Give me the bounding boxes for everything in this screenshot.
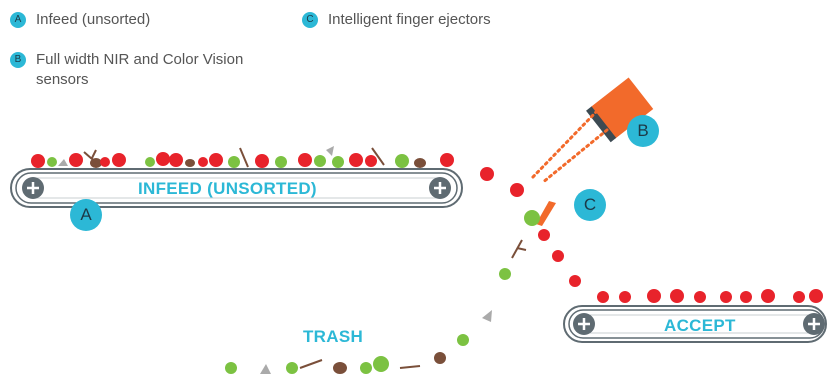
stone-debris <box>58 159 68 166</box>
stick-debris <box>300 360 322 368</box>
marker-a: A <box>70 199 102 231</box>
infeed-belt-label: INFEED (UNSORTED) <box>138 179 317 199</box>
legend-badge-c: C <box>302 12 318 28</box>
stone-debris <box>260 364 271 374</box>
green-apple <box>395 154 409 168</box>
red-apple <box>619 291 631 303</box>
stone-debris <box>482 310 492 322</box>
green-apple <box>499 268 511 280</box>
trash-label: TRASH <box>303 327 363 347</box>
green-apple <box>360 362 372 374</box>
accept-left-roller-icon <box>573 313 595 335</box>
marker-b: B <box>627 115 659 147</box>
stick-debris <box>240 148 248 167</box>
red-apple <box>69 153 83 167</box>
legend-badge-b: B <box>10 52 26 68</box>
red-apple <box>365 155 377 167</box>
legend-text-infeed: Infeed (unsorted) <box>36 10 150 30</box>
green-apple <box>332 156 344 168</box>
red-apple <box>694 291 706 303</box>
legend-item-sensors: B Full width NIR and Color Vision sensor… <box>10 50 250 90</box>
red-apple <box>112 153 126 167</box>
green-apple <box>47 157 57 167</box>
red-apple <box>209 153 223 167</box>
infeed-left-roller-icon <box>22 177 44 199</box>
accept-items <box>597 289 823 303</box>
green-apple <box>275 156 287 168</box>
red-apple <box>298 153 312 167</box>
green-apple <box>524 210 540 226</box>
red-apple <box>720 291 732 303</box>
red-apple <box>510 183 524 197</box>
red-apple <box>597 291 609 303</box>
stick-debris <box>512 240 526 258</box>
red-apple <box>538 229 550 241</box>
ejector-finger-icon <box>536 201 556 226</box>
legend-item-ejectors: C Intelligent finger ejectors <box>302 10 491 30</box>
red-apple <box>440 153 454 167</box>
legend-badge-a: A <box>10 12 26 28</box>
green-apple <box>225 362 237 374</box>
walnut <box>434 352 446 364</box>
legend-item-infeed: A Infeed (unsorted) <box>10 10 150 30</box>
red-apple <box>809 289 823 303</box>
red-apple <box>670 289 684 303</box>
accept-belt-label: ACCEPT <box>664 316 736 336</box>
red-apple <box>156 152 170 166</box>
trash-items <box>225 356 420 374</box>
stick-debris <box>400 366 420 368</box>
sensor-beam-lower <box>542 130 607 183</box>
red-apple <box>349 153 363 167</box>
legend-text-ejectors: Intelligent finger ejectors <box>328 10 491 30</box>
red-apple <box>552 250 564 262</box>
legend-text-sensors: Full width NIR and Color Vision sensors <box>36 50 250 90</box>
red-apple <box>198 157 208 167</box>
green-apple <box>457 334 469 346</box>
walnut <box>333 362 347 374</box>
accept-right-roller-icon <box>803 313 825 335</box>
stone-debris <box>326 146 334 156</box>
falling-items <box>434 167 581 364</box>
green-apple <box>228 156 240 168</box>
green-apple <box>373 356 389 372</box>
green-apple <box>286 362 298 374</box>
walnut <box>185 159 195 167</box>
red-apple <box>100 157 110 167</box>
red-apple <box>169 153 183 167</box>
green-apple <box>314 155 326 167</box>
red-apple <box>740 291 752 303</box>
red-apple <box>480 167 494 181</box>
red-apple <box>255 154 269 168</box>
walnut <box>414 158 426 168</box>
red-apple <box>793 291 805 303</box>
infeed-items <box>31 146 454 168</box>
infeed-right-roller-icon <box>429 177 451 199</box>
green-apple <box>145 157 155 167</box>
marker-c: C <box>574 189 606 221</box>
red-apple <box>569 275 581 287</box>
red-apple <box>761 289 775 303</box>
red-apple <box>31 154 45 168</box>
red-apple <box>647 289 661 303</box>
